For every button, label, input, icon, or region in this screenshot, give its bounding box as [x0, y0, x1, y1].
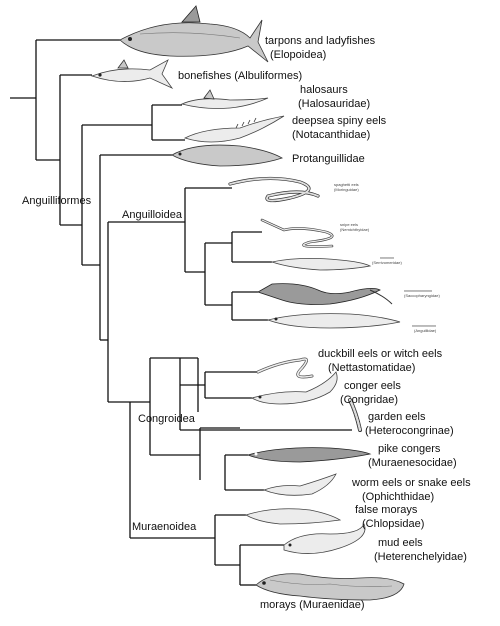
taxon-spiny-eels-common: deepsea spiny eels	[292, 115, 387, 127]
taxon-duckbill-common: duckbill eels or witch eels	[318, 348, 443, 360]
taxon-tarpons-sci: (Elopoidea)	[270, 49, 326, 61]
taxon-serrivomer-sci: (Serrivomeridae)	[372, 260, 402, 265]
snipe-eel-illustration	[260, 218, 334, 248]
sawtooth-eel-illustration	[270, 258, 372, 271]
taxon-worm-common: worm eels or snake eels	[351, 477, 471, 489]
halosaur-illustration	[180, 89, 269, 109]
taxon-anguillidae-sci: (Anguillidae)	[414, 328, 437, 333]
taxon-conger-common: conger eels	[344, 380, 401, 392]
taxon-tarpons-common: tarpons and ladyfishes	[265, 35, 376, 47]
taxon-spaghetti-common: spaghetti eels	[334, 182, 359, 187]
worm-eel-illustration	[262, 473, 337, 496]
taxon-mud-common: mud eels	[378, 537, 423, 549]
taxon-saccopharyn-common: xxxxxxxxxxxxxx	[404, 288, 432, 293]
taxon-worm-sci: (Ophichthidae)	[362, 491, 434, 503]
clade-label-anguilliformes: Anguilliformes	[22, 195, 92, 207]
garden-eel-illustration	[348, 398, 362, 432]
clade-label-muraenoidea: Muraenoidea	[132, 521, 197, 533]
taxon-snipe-sci: (Nemichthyidae)	[340, 227, 370, 232]
taxon-conger-sci: (Congridae)	[340, 394, 398, 406]
clade-label-anguilloidea: Anguilloidea	[122, 209, 183, 221]
gulper-eel-illustration	[257, 283, 393, 305]
clade-label-congroidea: Congroidea	[138, 413, 196, 425]
taxon-pike-sci: (Muraenesocidae)	[368, 457, 457, 469]
spiny-eel-illustration	[183, 115, 285, 143]
taxon-mud-sci: (Heterenchelyidae)	[374, 551, 467, 563]
taxon-false-morays-sci: (Chlopsidae)	[362, 518, 424, 530]
conger-eel-illustration	[251, 371, 338, 405]
taxon-false-morays-common: false morays	[355, 504, 418, 516]
taxon-anguillidae-common: xxxxxxxxxxxx	[412, 323, 436, 328]
tree-branches	[10, 39, 352, 586]
taxon-garden-sci: (Heterocongrinae)	[365, 425, 454, 437]
taxon-garden-common: garden eels	[368, 411, 426, 423]
pike-conger-illustration	[246, 447, 372, 463]
freshwater-eel-illustration	[266, 313, 401, 329]
taxon-morays: morays (Muraenidae)	[260, 599, 365, 611]
taxon-spaghetti-sci: (Moringuidae)	[334, 187, 359, 192]
taxon-duckbill-sci: (Nettastomatidae)	[328, 362, 415, 374]
false-moray-illustration	[245, 508, 342, 525]
taxon-protanguillidae: Protanguillidae	[292, 153, 365, 165]
taxon-pike-common: pike congers	[378, 443, 441, 455]
taxon-halosaurs-sci: (Halosauridae)	[298, 98, 370, 110]
taxon-halosaurs-common: halosaurs	[300, 84, 348, 96]
taxon-serrivomer-common: xxxxxxx	[380, 255, 394, 260]
spaghetti-eel-illustration	[228, 176, 320, 203]
bonefish-illustration	[90, 59, 174, 89]
taxon-snipe-common: snipe eels	[340, 222, 358, 227]
moray-illustration	[255, 573, 405, 601]
mud-eel-illustration	[283, 522, 366, 554]
protanguilla-illustration	[171, 144, 283, 167]
taxon-bonefishes: bonefishes (Albuliformes)	[178, 70, 302, 82]
taxon-saccopharyn-sci: (Saccopharyngidae)	[404, 293, 440, 298]
tarpon-illustration	[119, 5, 269, 63]
duckbill-eel-illustration	[256, 357, 314, 379]
taxon-spiny-eels-sci: (Notacanthidae)	[292, 129, 370, 141]
